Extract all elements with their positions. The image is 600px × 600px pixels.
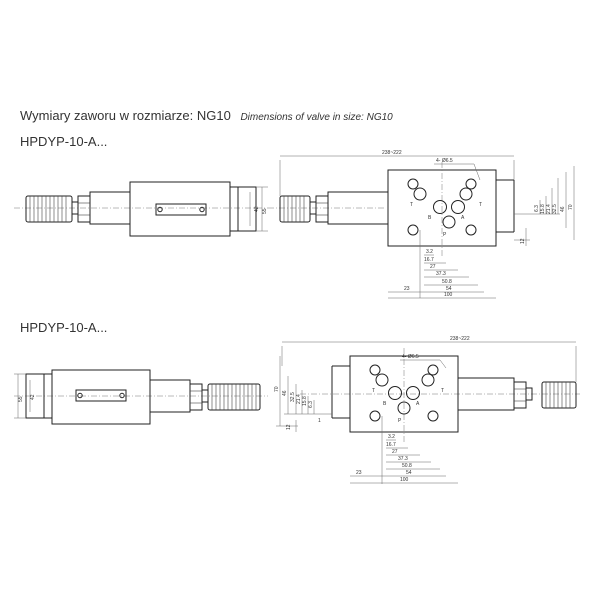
side-dim-inner-2: 42 [30, 394, 36, 400]
port-T-left-2: T [372, 388, 375, 394]
dim-h-54-2: 54 [406, 470, 412, 476]
side-dim-inner: 42 [254, 206, 260, 212]
port-A-2: A [416, 401, 420, 407]
dim-v-6-3: 6.3 [534, 205, 540, 212]
dim-v-12-2: 12 [286, 424, 292, 430]
dim-v-32-5: 32.5 [552, 204, 558, 214]
front-view-1: T T B A P 4- Ø6.5 238~222 6.3 15.8 21.4 … [268, 150, 575, 299]
dim-v-46: 46 [560, 206, 566, 212]
port-B: B [428, 215, 432, 221]
dim-v-21-4: 21.4 [546, 204, 552, 214]
port-T-right-2: T [441, 388, 444, 394]
dim-v-70: 70 [568, 204, 574, 210]
overall-length: 238~222 [382, 150, 402, 156]
dim-v-21-4-2: 21.4 [296, 394, 302, 404]
dim-h-23: 23 [404, 286, 410, 292]
front-view-2: T T B A P 4- Ø6.5 238~222 [274, 336, 580, 484]
dim-h-50-8-2: 50.8 [402, 463, 412, 469]
dim-h-54: 54 [446, 286, 452, 292]
dim-h-37-3: 37.3 [436, 271, 446, 277]
port-A: A [461, 215, 465, 221]
dim-h-100: 100 [444, 292, 453, 298]
overall-length-2: 238~222 [450, 336, 470, 342]
dim-h-16-7-2: 16.7 [386, 442, 396, 448]
side-view-1: 42 55 [14, 181, 268, 237]
dim-h-50-8: 50.8 [442, 279, 452, 285]
dim-v-1-2: 1 [318, 418, 321, 424]
dim-h-16-7: 16.7 [424, 257, 434, 263]
port-P: P [443, 232, 447, 238]
dim-h-23-2: 23 [356, 470, 362, 476]
port-T-right: T [479, 202, 482, 208]
dim-h-27-2: 27 [392, 449, 398, 455]
holes-callout: 4- Ø6.5 [436, 158, 453, 164]
dim-v-15-8: 15.8 [540, 204, 546, 214]
port-P-2: P [398, 418, 402, 424]
port-T-left: T [410, 202, 413, 208]
port-B-2: B [383, 401, 387, 407]
side-dim-outer: 55 [262, 208, 268, 214]
dim-v-12: 12 [520, 238, 526, 244]
holes-callout-2: 4- Ø6.5 [402, 354, 419, 360]
side-dim-outer-2: 55 [18, 396, 24, 402]
dim-h-100-2: 100 [400, 477, 409, 483]
side-view-2: 55 42 [14, 369, 268, 425]
dim-h-37-3-2: 37.3 [398, 456, 408, 462]
dim-v-70-2: 70 [274, 386, 280, 392]
dim-v-46-2: 46 [282, 390, 288, 396]
dim-h-3-2: 3.2 [426, 249, 433, 255]
dim-v-6-3-2: 6.3 [308, 401, 314, 408]
dim-h-3-2-2: 3.2 [388, 434, 395, 440]
dim-v-15-8-2: 15.8 [302, 396, 308, 406]
dim-h-27: 27 [430, 264, 436, 270]
dim-v-32-5-2: 32.5 [290, 392, 296, 402]
